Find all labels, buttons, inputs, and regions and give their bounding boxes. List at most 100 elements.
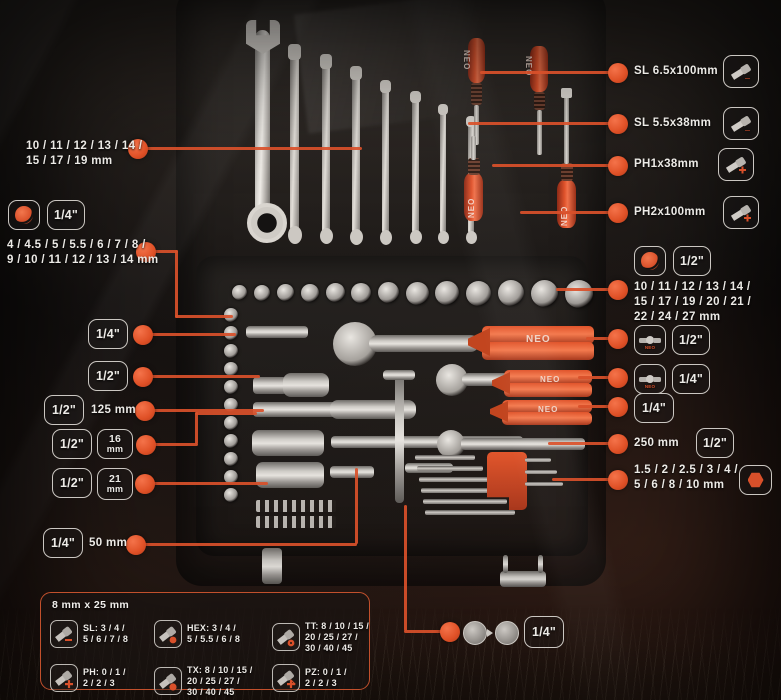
legend-line: TX: 8 / 10 / 15 /	[187, 664, 253, 675]
label-hex-keys: 1.5 / 2 / 2.5 / 3 / 4 / 5 / 6 / 8 / 10 m…	[634, 463, 738, 493]
lead-line-plug-16-h2	[195, 412, 257, 415]
label-line: 9 / 10 / 11 / 12 / 13 / 14 mm	[7, 254, 159, 266]
callout-dot-plug-21	[135, 474, 155, 494]
drive-size-half-icon: 1/2"	[673, 246, 711, 276]
label-sockets-half: 10 / 11 / 12 / 13 / 14 / 15 / 17 / 19 / …	[634, 280, 751, 325]
legend-line: 30 / 40 / 45	[187, 686, 235, 697]
size-icon-16mm: 16 mm	[97, 429, 133, 459]
lead-line-accessory-quarter	[578, 405, 616, 408]
label-line: 15 / 17 / 19 mm	[26, 155, 113, 167]
legend-line: 5 / 6 / 7 / 8	[83, 633, 129, 644]
lead-line-sockets-half	[556, 288, 616, 291]
drive-size-icon-extension-50: 1/4"	[43, 528, 83, 558]
svg-text:NEO: NEO	[645, 384, 656, 389]
callout-dot-accessory-quarter	[608, 397, 628, 417]
pozidriv-bit-icon	[272, 663, 300, 692]
svg-text:NEO: NEO	[645, 345, 656, 350]
legend-grid: SL: 3 / 4 / 5 / 6 / 7 / 8 HEX: 3 / 4 / 5…	[50, 616, 369, 700]
label-extension-250: 250 mm	[634, 437, 679, 449]
label-line: 4 / 4.5 / 5 / 5.5 / 6 / 7 / 8 /	[7, 239, 146, 251]
lead-line-ph1	[492, 164, 612, 167]
callout-dot-plug-16	[136, 435, 156, 455]
callout-dot-adapter	[440, 622, 460, 642]
legend-item-sl: SL: 3 / 4 / 5 / 6 / 7 / 8	[50, 616, 154, 651]
drive-size-half-icon-flex: 1/2"	[672, 325, 710, 355]
size-icon-21mm-value: 21	[108, 473, 122, 485]
label-screwdriver-sl55: SL 5.5x38mm	[634, 117, 712, 129]
svg-text:—: —	[745, 76, 750, 82]
legend-line: PZ: 0 / 1 /	[305, 666, 347, 677]
legend-line: 2 / 2 / 3	[305, 677, 337, 688]
drive-size-quarter-icon-adapter: 1/4"	[524, 616, 564, 648]
legend-line: PH: 0 / 1 /	[83, 666, 126, 677]
legend-item-ph: PH: 0 / 1 / 2 / 2 / 3	[50, 660, 154, 695]
bit-legend-panel: 8 mm x 25 mm SL: 3 / 4 / 5 / 6 / 7 / 8	[40, 592, 370, 697]
lead-line-sockets-quarter-h	[152, 250, 178, 253]
legend-line: TT: 8 / 10 / 15 /	[305, 620, 369, 631]
callout-dot-wrenches	[128, 139, 148, 159]
svg-text:—: —	[745, 128, 750, 134]
legend-line: 30 / 40 / 45	[305, 642, 353, 653]
label-line: 15 / 17 / 19 / 20 / 21 /	[634, 296, 752, 308]
legend-item-tt: TT: 8 / 10 / 15 / 20 / 25 / 27 / 30 / 40…	[272, 616, 376, 658]
drive-size-quarter-icon: 1/4"	[47, 200, 85, 230]
legend-line: 5 / 5.5 / 6 / 8	[187, 633, 241, 644]
callout-dot-extension-250	[608, 434, 628, 454]
lead-line-flex-half	[586, 337, 616, 340]
label-line: 5 / 6 / 8 / 10 mm	[634, 479, 725, 491]
callout-dot-ph2	[608, 203, 628, 223]
legend-text-tt: TT: 8 / 10 / 15 / 20 / 25 / 27 / 30 / 40…	[305, 621, 369, 654]
lead-line-hex-keys	[552, 478, 616, 481]
legend-line: 20 / 25 / 27 /	[305, 631, 358, 642]
lead-line-ph2	[520, 211, 612, 214]
lead-line-sl65	[480, 71, 612, 74]
legend-line: 2 / 2 / 3	[83, 677, 115, 688]
callout-dot-ratchet-half	[133, 367, 153, 387]
drive-size-quarter-icon-flex: 1/4"	[672, 364, 710, 394]
callout-dot-sl65	[608, 63, 628, 83]
socket-icon	[8, 200, 40, 230]
lead-line-extension-50-v	[355, 468, 358, 544]
legend-item-pz: PZ: 0 / 1 / 2 / 2 / 3	[272, 660, 376, 695]
lead-line-sockets-quarter-h2	[175, 315, 233, 318]
callout-dot-extension-50	[126, 535, 146, 555]
lead-line-adapter-v	[404, 505, 407, 631]
legend-text-tx: TX: 8 / 10 / 15 / 20 / 25 / 27 / 30 / 40…	[187, 665, 252, 698]
legend-text-hex: HEX: 3 / 4 / 5 / 5.5 / 6 / 8	[187, 623, 240, 645]
drive-size-icon-plug-16: 1/2"	[52, 429, 92, 459]
lead-line-sockets-quarter-v	[175, 250, 178, 318]
size-icon-21mm-unit: mm	[106, 484, 124, 494]
callout-dot-ph1	[608, 156, 628, 176]
tool-case-tray	[196, 256, 588, 556]
drive-size-icon-plug-21: 1/2"	[52, 468, 92, 498]
lead-line-ratchet-quarter	[150, 333, 236, 336]
phillips-screwdriver-icon	[723, 196, 759, 229]
callout-dot-hex-keys	[608, 470, 628, 490]
drive-size-icon-extension-125: 1/2"	[44, 395, 84, 425]
socket-icon	[634, 246, 666, 276]
callout-dot-extension-125	[135, 401, 155, 421]
size-icon-21mm: 21 mm	[97, 468, 133, 500]
size-icon-16mm-unit: mm	[106, 444, 124, 454]
lead-line-flex-quarter	[578, 376, 616, 379]
lead-line-extension-250	[548, 442, 616, 445]
torx-bit-icon	[154, 667, 182, 695]
callout-dot-sockets-quarter	[136, 242, 156, 262]
phillips-bit-icon	[50, 663, 78, 692]
drive-size-half-icon-extension-250: 1/2"	[696, 428, 734, 458]
callout-dot-flex-half	[608, 329, 628, 349]
lead-line-wrenches	[146, 147, 362, 150]
label-line: 22 / 24 / 27 mm	[634, 311, 721, 323]
legend-item-tx: TX: 8 / 10 / 15 / 20 / 25 / 27 / 30 / 40…	[154, 660, 272, 700]
label-line: 10 / 11 / 12 / 13 / 14 /	[634, 281, 751, 293]
label-combination-wrenches: 10 / 11 / 12 / 13 / 14 / 15 / 17 / 19 mm	[26, 139, 142, 169]
legend-item-hex: HEX: 3 / 4 / 5 / 5.5 / 6 / 8	[154, 616, 272, 651]
callout-dot-sockets-half	[608, 280, 628, 300]
label-sockets-quarter: 4 / 4.5 / 5 / 5.5 / 6 / 7 / 8 / 9 / 10 /…	[7, 238, 158, 268]
label-line: 1.5 / 2 / 2.5 / 3 / 4 /	[634, 464, 738, 476]
legend-text-pz: PZ: 0 / 1 / 2 / 2 / 3	[305, 667, 347, 689]
lead-line-adapter-h	[404, 630, 450, 633]
lead-line-extension-125	[152, 409, 264, 412]
flex-joint-icon: NEO	[634, 325, 666, 355]
